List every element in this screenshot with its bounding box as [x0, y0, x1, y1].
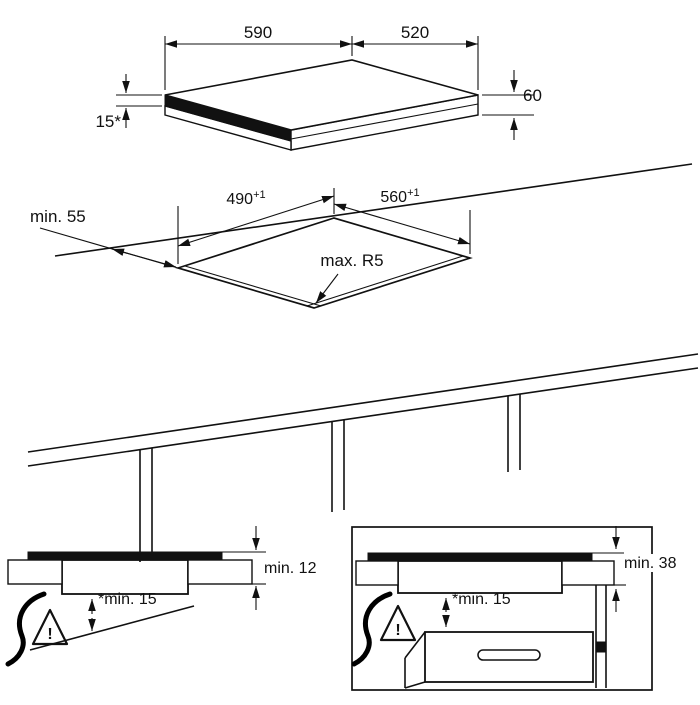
- oven-handle: [477, 649, 541, 661]
- worktop-section-left: [355, 560, 399, 586]
- dim-clearance: *min. 15: [442, 591, 511, 627]
- dim-cutout-width: 490+1: [177, 188, 335, 264]
- dim-worktop-thickness: min. 12: [222, 526, 317, 610]
- hob-glass-top: [164, 59, 479, 131]
- worktop-leg: [139, 448, 153, 562]
- oven-front: [404, 631, 594, 689]
- dim-worktop-thickness: min. 38: [592, 526, 688, 612]
- worktop-front-edge-top: [27, 353, 699, 453]
- hob-body-section: [61, 559, 189, 595]
- ventilation-channel: [595, 585, 607, 688]
- worktop-section-right: [561, 560, 615, 586]
- cutout-width-label: 490+1: [226, 189, 265, 208]
- cutout-side-clearance-label: min. 55: [30, 207, 86, 226]
- warning-mark: !: [395, 622, 400, 639]
- worktop-section-left: [7, 559, 63, 585]
- dim-cutout-side-clearance: min. 55: [30, 207, 179, 269]
- hob-width-label: 590: [244, 23, 272, 42]
- hob-height-label: 60: [523, 86, 542, 105]
- drawer-top-edge: [29, 605, 195, 651]
- worktop-section-right: [187, 559, 253, 585]
- cutout-depth-label: 560+1: [380, 187, 419, 206]
- worktop-front-edge-bottom: [27, 367, 699, 467]
- power-cable-icon: [351, 591, 393, 667]
- worktop-thickness-label: min. 38: [624, 555, 677, 572]
- hob-profile-label: 15*: [95, 112, 121, 131]
- worktop-leg: [507, 394, 521, 472]
- cutout-corner-radius-label: max. R5: [320, 251, 383, 270]
- dim-clearance: *min. 15: [88, 591, 157, 631]
- oven-install-detail: ! *min. 15 min. 38: [351, 526, 688, 691]
- cutout-corner-radius-note: max. R5: [315, 251, 384, 304]
- dim-cutout-depth: 560+1: [333, 187, 471, 254]
- hob-glass-section: [367, 552, 593, 562]
- clearance-label: *min. 15: [98, 591, 157, 608]
- power-cable-icon: [5, 591, 47, 667]
- warning-mark: !: [47, 626, 52, 643]
- dim-hob-profile: 15*: [95, 74, 162, 131]
- hob-glass-section: [27, 551, 223, 561]
- warning-triangle-icon: !: [379, 604, 417, 642]
- drawer-install-detail: ! min. 12 *min. 15: [5, 526, 317, 667]
- worktop-leg: [331, 420, 345, 512]
- dim-hob-height: 60: [482, 70, 542, 140]
- leader-arrow: [315, 273, 339, 304]
- hob-depth-label: 520: [401, 23, 429, 42]
- dim-hob-width: 590: [164, 23, 353, 90]
- clearance-label: *min. 15: [452, 591, 511, 608]
- dim-hob-depth: 520: [352, 23, 479, 90]
- hob-isometric-view: [164, 59, 479, 151]
- worktop-thickness-label: min. 12: [264, 560, 317, 577]
- worktop-isometric-view: [27, 163, 699, 562]
- warning-triangle-icon: !: [31, 608, 69, 646]
- label-background: [622, 554, 688, 572]
